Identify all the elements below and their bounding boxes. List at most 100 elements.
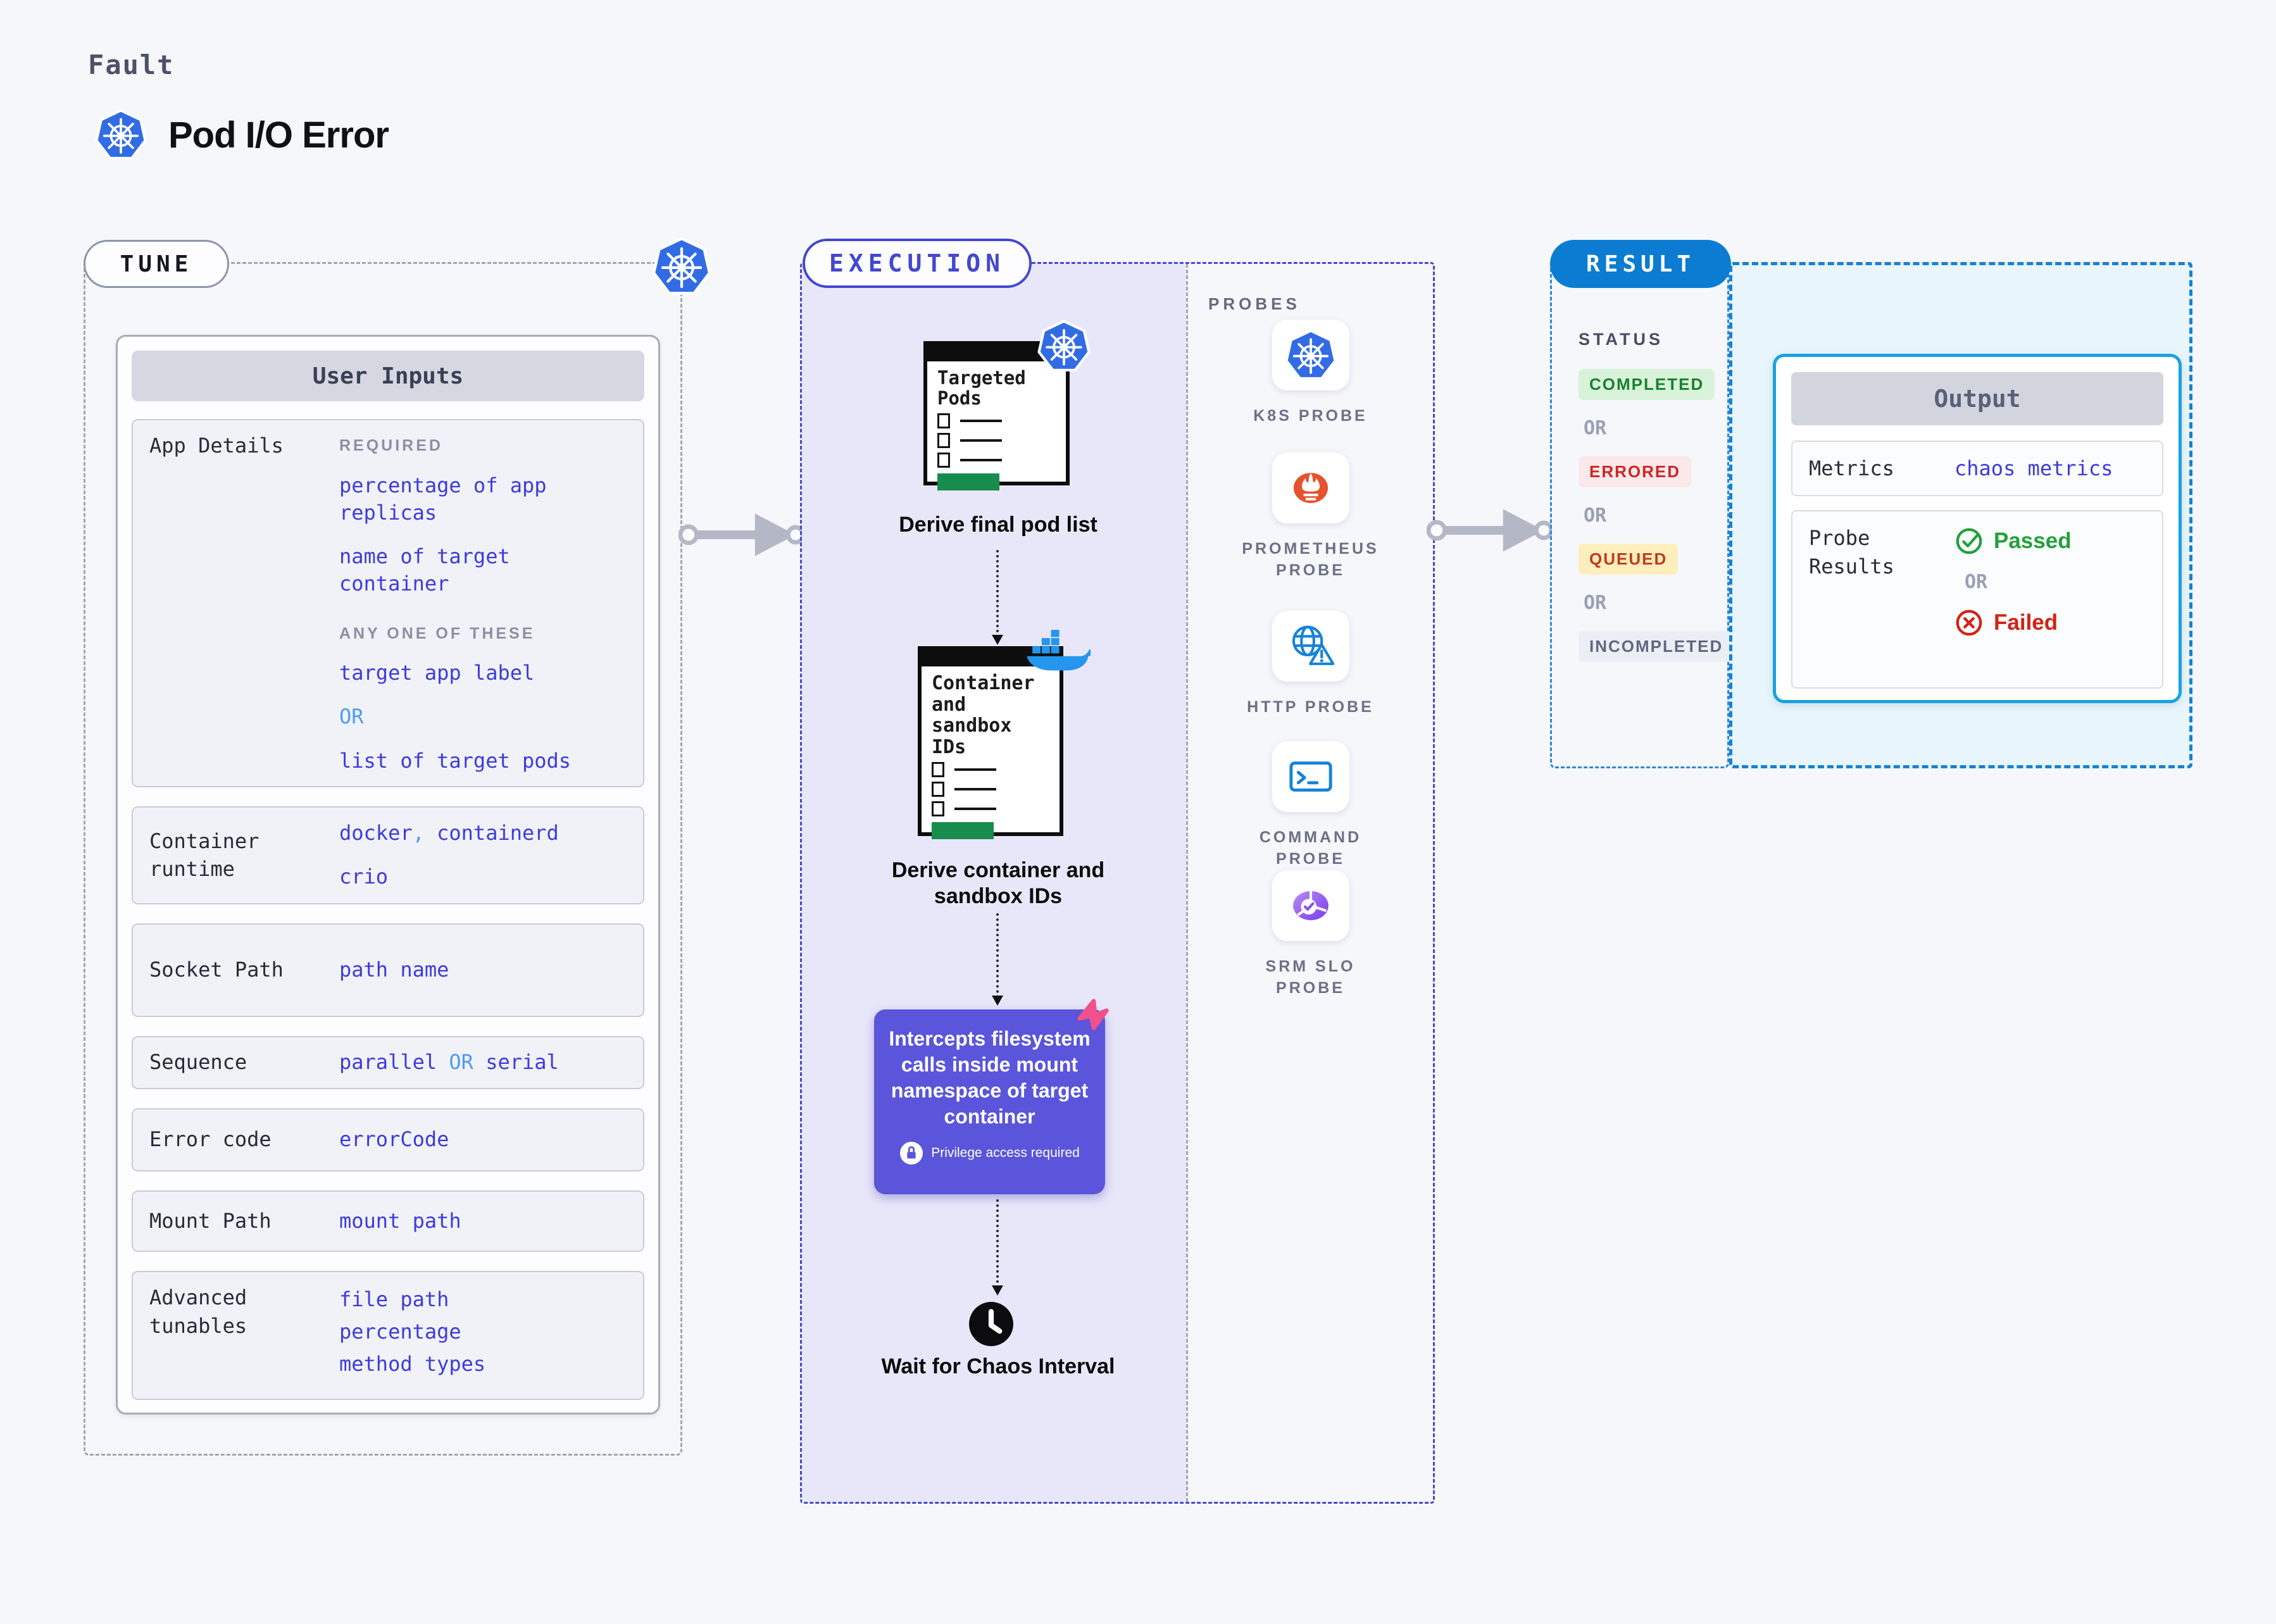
flow-arrow-tune-to-execution — [678, 505, 804, 565]
tune-section-pill: TUNE — [84, 240, 229, 288]
execution-section-pill: EXECUTION — [803, 239, 1032, 288]
flow-connector — [992, 913, 1003, 1006]
input-value: method types — [339, 1352, 486, 1377]
required-heading: REQUIRED — [339, 437, 443, 454]
list-line — [954, 768, 996, 771]
list-line — [954, 788, 996, 791]
row-label: Socket Path — [149, 958, 284, 982]
probes-heading: PROBES — [1208, 294, 1301, 313]
probe-name: K8S PROBE — [1253, 407, 1368, 425]
page-header: Pod I/O Error — [95, 109, 389, 161]
status-badge-errored: ERRORED — [1579, 456, 1692, 487]
output-row-probe-results: Probe Results Passed OR Failed — [1791, 510, 2163, 689]
kubernetes-icon — [1285, 329, 1337, 381]
node-container-sandbox-ids: Container and sandbox IDs — [918, 646, 1063, 840]
docker-icon — [1025, 626, 1091, 677]
probe-k8s: K8S PROBE — [1188, 320, 1433, 427]
row-label: Sequence — [149, 1050, 247, 1075]
row-label: App Details — [149, 434, 284, 458]
probe-card — [1272, 611, 1349, 682]
fault-category-label: Fault — [88, 49, 175, 80]
input-value: name of target container — [339, 544, 510, 596]
row-label: Container runtime — [149, 828, 259, 882]
row-label: Probe Results — [1809, 526, 1894, 578]
input-value: containerd — [437, 821, 559, 846]
row-label: Metrics — [1809, 456, 1894, 480]
input-value: list of target pods — [339, 748, 572, 773]
any-one-heading: ANY ONE OF THESE — [339, 624, 535, 642]
execution-section: Targeted Pods Derive final pod list Cont… — [800, 262, 1435, 1504]
privilege-note: Privilege access required — [887, 1141, 1092, 1165]
input-value: percentage of app replicas — [339, 473, 547, 525]
input-row-container-runtime: Container runtime docker, containerd cri… — [132, 806, 644, 904]
probes-panel: PROBES K8S PROBE PROMETHEUS PROBE HTTP P… — [1186, 264, 1433, 1502]
or-separator: OR — [449, 1050, 473, 1075]
node-intercept-filesystem: Intercepts filesystem calls inside mount… — [874, 1009, 1105, 1194]
probe-command: COMMAND PROBE — [1188, 741, 1433, 870]
progress-bar — [932, 822, 994, 840]
checkbox-icon — [937, 432, 950, 448]
progress-bar — [937, 473, 999, 490]
clock-icon — [968, 1301, 1015, 1347]
passed-label: Passed — [1994, 528, 2072, 553]
input-value: mount path — [339, 1208, 461, 1233]
row-values: REQUIRED percentage of app replicas name… — [339, 432, 627, 775]
list-line — [960, 419, 1002, 422]
status-badge-completed: COMPLETED — [1579, 369, 1715, 400]
flow-connector — [992, 550, 1003, 645]
kubernetes-icon — [652, 237, 711, 296]
list-line — [954, 808, 996, 811]
http-globe-icon — [1285, 620, 1337, 672]
row-label: Advanced tunables — [149, 1285, 247, 1338]
input-value: serial — [485, 1050, 559, 1075]
step-caption: Derive container and sandbox IDs — [891, 858, 1105, 908]
checkbox-icon — [932, 801, 944, 817]
row-label: Mount Path — [149, 1208, 272, 1233]
or-separator: OR — [1965, 571, 1988, 593]
output-row-metrics: Metrics chaos metrics — [1791, 440, 2163, 496]
kubernetes-icon — [1037, 320, 1091, 373]
page-title: Pod I/O Error — [168, 114, 389, 156]
intercept-description: Intercepts filesystem calls inside mount… — [889, 1027, 1091, 1128]
input-value: path name — [339, 958, 449, 982]
row-values: docker, containerd crio — [339, 820, 627, 890]
or-separator: OR — [1584, 592, 1607, 614]
input-row-sequence: Sequence parallel OR serial — [132, 1035, 644, 1089]
probe-name: SRM SLO PROBE — [1265, 958, 1356, 997]
user-inputs-title: User Inputs — [132, 351, 644, 401]
or-separator: OR — [1584, 417, 1607, 439]
probe-card — [1272, 870, 1349, 941]
probe-name: COMMAND PROBE — [1259, 828, 1362, 868]
node-title: Targeted Pods — [937, 367, 1026, 409]
flow-arrow-execution-to-result — [1427, 501, 1552, 560]
list-line — [960, 458, 1002, 461]
probe-card — [1272, 320, 1349, 390]
input-value: target app label — [339, 661, 535, 685]
status-list: COMPLETED OR ERRORED OR QUEUED OR INCOMP… — [1579, 369, 1734, 662]
input-row-socket-path: Socket Path path name — [132, 923, 644, 1017]
input-value: parallel — [339, 1050, 437, 1075]
comma-separator: , — [412, 821, 425, 846]
tune-section: User Inputs App Details REQUIRED percent… — [84, 262, 682, 1456]
list-line — [960, 439, 1002, 442]
kubernetes-icon — [95, 109, 147, 161]
status-badge-incompleted: INCOMPLETED — [1579, 631, 1734, 662]
step-caption: Wait for Chaos Interval — [881, 1354, 1115, 1378]
probe-name: PROMETHEUS PROBE — [1242, 540, 1379, 579]
failed-label: Failed — [1994, 610, 2058, 635]
result-section-pill: RESULT — [1550, 240, 1731, 288]
flow-connector — [992, 1199, 1003, 1296]
input-row-app-details: App Details REQUIRED percentage of app r… — [132, 419, 644, 787]
node-targeted-pods: Targeted Pods — [923, 341, 1070, 490]
probe-prometheus: PROMETHEUS PROBE — [1188, 453, 1433, 582]
probe-results-values: Passed OR Failed — [1954, 524, 2072, 675]
status-heading: STATUS — [1579, 330, 1663, 349]
probe-http: HTTP PROBE — [1188, 611, 1433, 718]
result-output-panel: Output Metrics chaos metrics Probe Resul… — [1729, 262, 2192, 768]
input-row-advanced-tunables: Advanced tunables file path percentage m… — [132, 1270, 644, 1400]
input-value: docker — [339, 821, 413, 846]
input-value: crio — [339, 865, 389, 889]
checkbox-icon — [932, 782, 944, 797]
result-status-panel: STATUS COMPLETED OR ERRORED OR QUEUED OR… — [1550, 262, 1734, 768]
